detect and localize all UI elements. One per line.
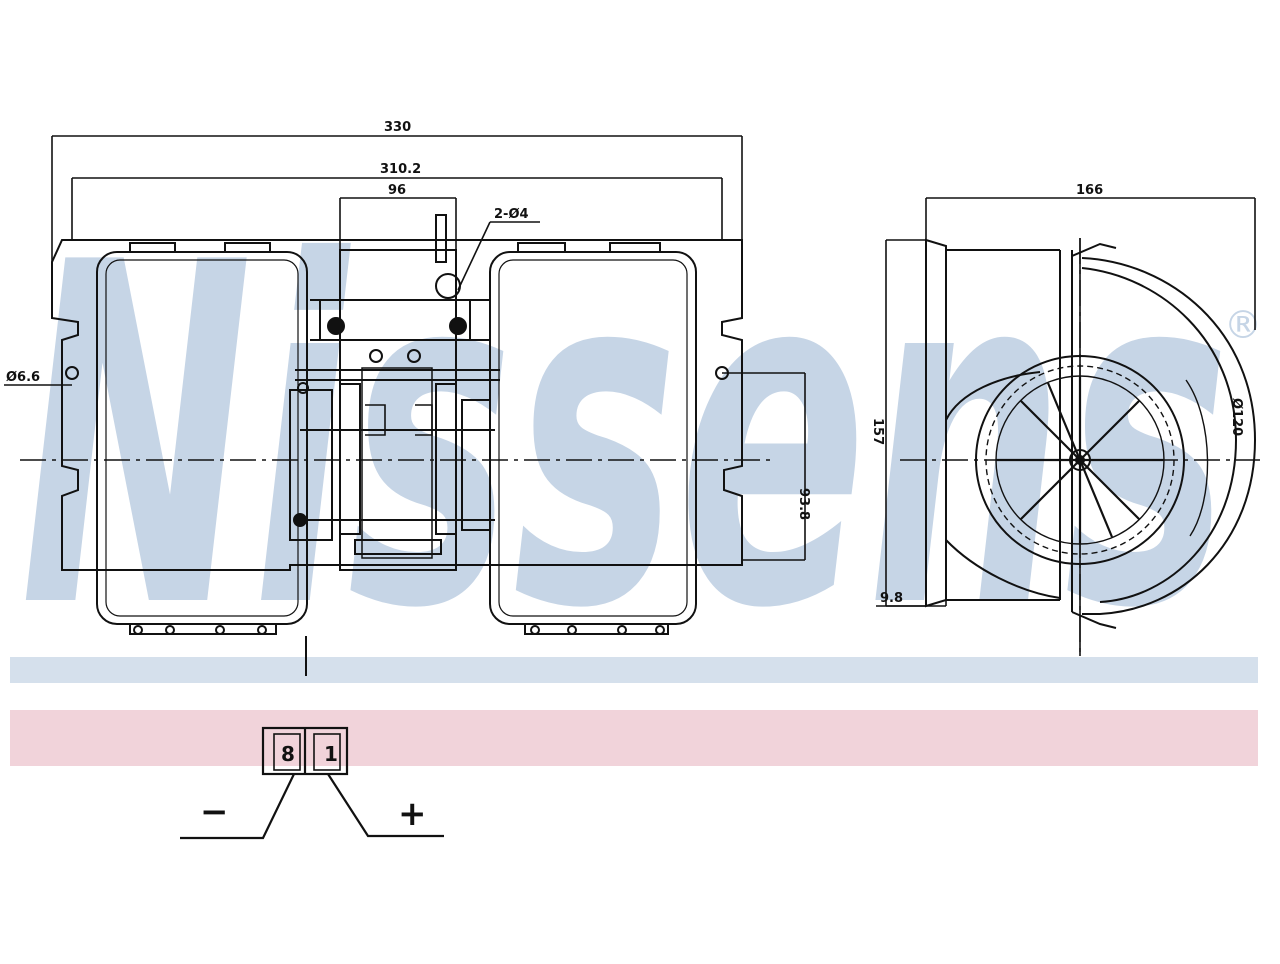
dim-fan-diameter: Ø120 [1229,398,1244,436]
connector-detail [180,726,444,840]
watermark-brand: Nissens [20,164,1230,711]
connector-labels: 8 1 − + [200,742,427,834]
dim-flange: 9.8 [880,591,903,606]
dim-depth: 166 [1076,183,1103,198]
mount-hole-left [65,366,79,380]
front-dimensions [4,135,806,561]
positive-lead [327,773,444,838]
dim-mount-holes: 2-Ø4 [494,207,529,222]
housing-outline [51,239,743,571]
dim-body-width: 310.2 [380,162,421,177]
bottom-clips [129,624,669,635]
pin-right-label: 1 [324,742,338,766]
dim-center-width: 96 [388,183,406,198]
scroll-housing [1081,257,1257,615]
side-dimension-labels: 166 157 9.8 Ø120 [870,183,1244,606]
dim-height: 157 [870,418,885,445]
side-dimensions [876,197,1260,656]
dim-mount-height: 93.8 [796,488,811,520]
left-fan-housing [96,251,308,625]
dim-hole-diameter: Ø6.6 [6,370,40,385]
registered-mark: ® [1224,303,1262,347]
negative-lead [180,773,295,840]
positive-label: + [398,794,427,834]
front-dimension-labels: 330 310.2 96 2-Ø4 Ø6.6 93.8 [6,120,811,520]
watermark-band-bottom [10,710,1258,766]
negative-label: − [200,792,229,832]
dim-overall-width: 330 [384,120,411,135]
watermark: Nissens ® [10,164,1262,766]
watermark-band-top [10,657,1258,683]
pin-left-label: 8 [281,742,295,766]
front-view [51,214,743,676]
